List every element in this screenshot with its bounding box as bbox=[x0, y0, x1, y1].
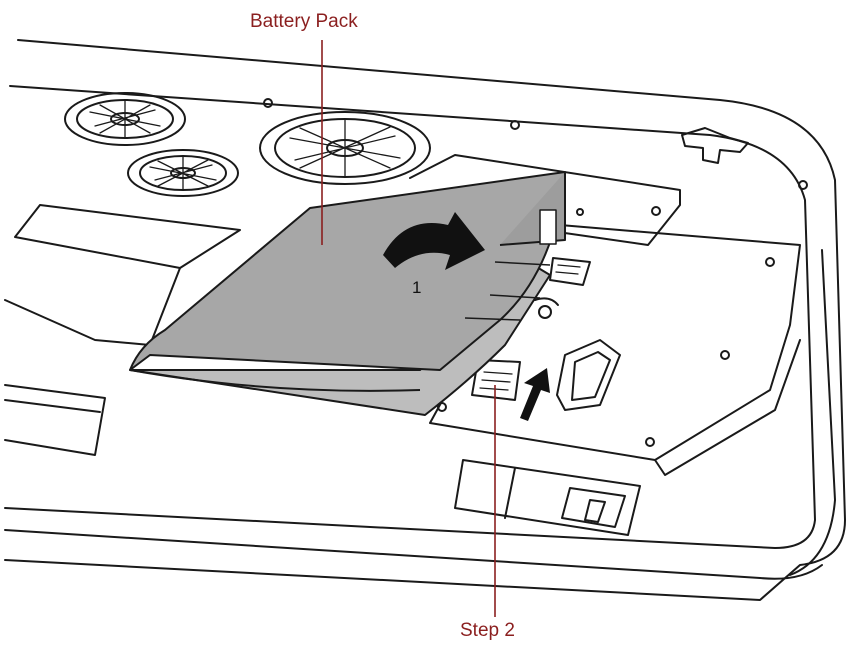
front-switch-housing bbox=[454, 459, 641, 536]
battery-lock-latch bbox=[549, 257, 591, 286]
fan-left bbox=[64, 92, 186, 146]
fan-right bbox=[259, 111, 431, 185]
bottom-panel-front bbox=[4, 384, 106, 456]
step-2-label: Step 2 bbox=[460, 620, 515, 641]
curved-arrow-right-icon bbox=[383, 212, 485, 270]
bottom-panel-left bbox=[14, 204, 241, 269]
battery-slot bbox=[556, 339, 621, 411]
rubber-foot bbox=[681, 127, 749, 164]
battery-release-latch bbox=[471, 359, 521, 401]
arrow-up-icon bbox=[520, 368, 550, 421]
step-1-number: 1 bbox=[412, 278, 421, 297]
fan-middle bbox=[127, 149, 239, 197]
laptop-front-lip bbox=[4, 529, 823, 580]
battery-pack-label: Battery Pack bbox=[250, 11, 358, 32]
memory-cover bbox=[409, 154, 681, 246]
battery-pack bbox=[129, 171, 566, 416]
laptop-body-outline bbox=[4, 39, 846, 601]
front-switch bbox=[561, 487, 626, 528]
